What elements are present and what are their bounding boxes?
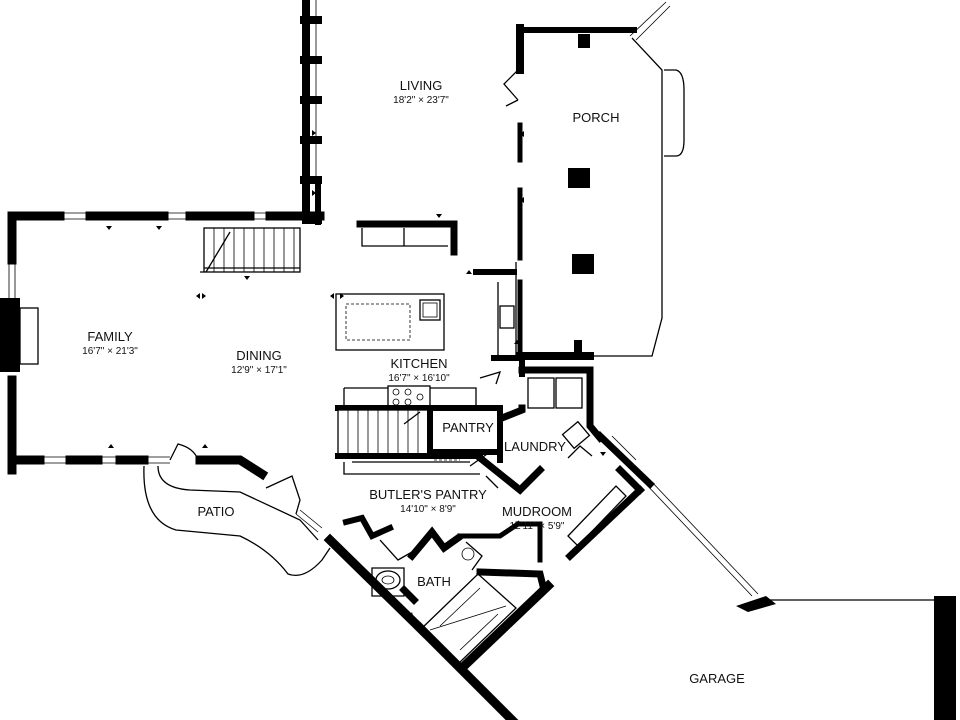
mudroom-walls [515,431,655,563]
svg-text:MUDROOM: MUDROOM [502,504,572,519]
living-room-walls [300,0,322,225]
washer [527,377,555,409]
laundry-sink-icon [561,420,591,450]
room-label-mudroom: MUDROOM 12'11" × 5'9" [502,504,572,532]
main-staircase [200,227,301,273]
svg-text:LAUNDRY: LAUNDRY [504,439,566,454]
room-label-laundry: LAUNDRY [504,439,566,454]
patio-door [169,443,199,461]
living-bar-counter [356,220,458,256]
svg-text:KITCHEN: KITCHEN [390,356,447,371]
living-porch-door [503,69,519,107]
svg-text:LIVING: LIVING [400,78,443,93]
garage [413,479,956,720]
room-label-patio: PATIO [197,504,234,519]
room-label-living: LIVING 18'2" × 23'7" [393,78,449,106]
svg-text:18'2" × 23'7": 18'2" × 23'7" [393,95,449,106]
family-room-walls [0,211,325,481]
dryer [555,377,583,409]
svg-text:12'9" × 17'1": 12'9" × 17'1" [231,365,287,376]
room-label-garage: GARAGE [689,671,745,686]
room-label-dining: DINING 12'9" × 17'1" [231,348,287,376]
svg-text:DINING: DINING [236,348,282,363]
svg-text:BATH: BATH [417,574,451,589]
room-label-kitchen: KITCHEN 16'7" × 16'10" [388,356,450,384]
kitchen-island [335,293,445,351]
room-label-bath: BATH [417,574,451,589]
svg-text:16'7" × 21'3": 16'7" × 21'3" [82,346,138,357]
island-sink-icon [419,299,441,321]
porch-column [568,168,590,188]
porch-area [515,1,685,360]
room-label-porch: PORCH [573,110,620,125]
basement-staircase [335,409,483,475]
svg-text:16'7" × 16'10": 16'7" × 16'10" [388,373,450,384]
sink-icon [461,547,475,561]
patio-area [143,465,331,577]
room-label-pantry: PANTRY [442,420,494,435]
svg-text:PANTRY: PANTRY [442,420,494,435]
svg-text:FAMILY: FAMILY [87,329,133,344]
butlers-pantry-walls [323,514,522,639]
kitchen-sink-icon [499,305,515,329]
room-label-butlers-pantry: BUTLER'S PANTRY 14'10" × 8'9" [369,487,487,515]
svg-text:12'11" × 5'9": 12'11" × 5'9" [510,521,565,532]
room-label-family: FAMILY 16'7" × 21'3" [82,329,138,357]
toilet-icon [375,570,401,590]
fireplace [0,298,20,372]
svg-text:PATIO: PATIO [197,504,234,519]
porch-column [572,254,594,274]
kitchen-counter-east [497,282,516,357]
pantry-walls [427,407,503,461]
garage-door-marker [736,596,776,612]
svg-text:GARAGE: GARAGE [689,671,745,686]
laundry-room [469,366,605,495]
svg-text:BUTLER'S PANTRY: BUTLER'S PANTRY [369,487,487,502]
wall-markers [106,130,606,620]
svg-text:PORCH: PORCH [573,110,620,125]
svg-text:14'10" × 8'9": 14'10" × 8'9" [400,504,456,515]
